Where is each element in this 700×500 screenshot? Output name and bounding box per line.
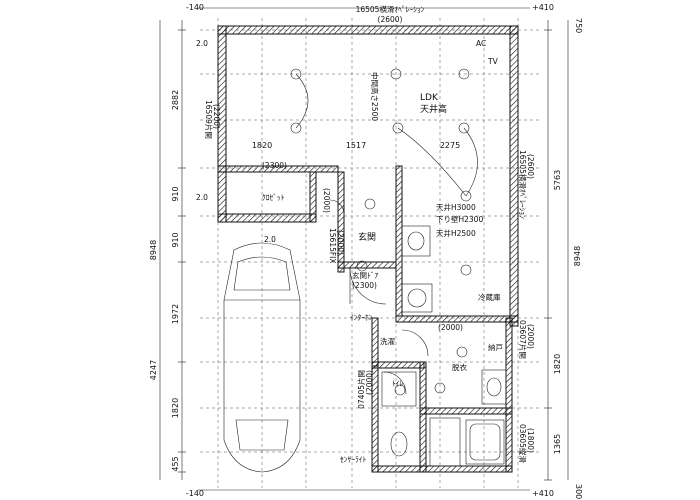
label-ac: AC — [476, 39, 486, 48]
label-top-window: 16505横滑ｵﾍﾟﾚｰｼｮﾝ — [356, 4, 425, 14]
label-fix-window: 15615FIX — [328, 228, 337, 264]
dim-left-4: 1972 — [171, 304, 180, 324]
fixtures — [381, 225, 507, 467]
label-ceiling-main: 中間高さ2500 — [370, 72, 380, 121]
dim-left-6: 455 — [171, 456, 180, 471]
dim-left-total: 8948 — [149, 240, 158, 260]
sink-fixture — [401, 225, 431, 257]
label-ldk: LDK — [420, 93, 439, 103]
label-bath-window: 03605縦滑 — [518, 424, 528, 463]
door-swings — [329, 199, 429, 395]
label-h20-c: 2.0 — [196, 39, 208, 48]
label-bath-window-sub: (1800) — [526, 428, 535, 453]
label-left-window: 16509片開 — [204, 100, 214, 139]
bathtub-fixture — [465, 419, 505, 465]
label-h20-b: 2.0 — [264, 235, 276, 244]
dim-left-5: 1820 — [171, 398, 180, 418]
label-storage: 納戸 — [488, 342, 503, 352]
label-tv: TV — [487, 57, 499, 66]
label-wash: 洗濯 — [380, 336, 395, 346]
label-top-window-sub: (2600) — [378, 15, 403, 24]
toilet-fixture — [390, 431, 408, 457]
label-fridge: 冷蔵庫 — [478, 292, 501, 302]
grid-lines — [200, 18, 540, 488]
label-fix-window-sub: (2000) — [336, 230, 345, 255]
dim-right-3: 1365 — [553, 434, 562, 454]
dim-left-1: 2882 — [171, 90, 180, 110]
label-entry-door: 玄関ﾄﾞｱ — [352, 270, 378, 280]
dimension-frame — [159, 7, 569, 491]
label-right-window-sub: (2600) — [526, 154, 535, 179]
plan-labels: 16505横滑ｵﾍﾟﾚｰｼｮﾝ (2600) 16509片開 (2200) LD… — [196, 4, 535, 464]
dim-left-3: 910 — [171, 232, 180, 247]
dim-left-2: 910 — [171, 186, 180, 201]
label-closet-height: (2300) — [262, 161, 287, 170]
label-left-window-sub: (2200) — [212, 104, 221, 129]
dim-top-left: -140 — [186, 3, 204, 12]
label-entry-door-sub: (2300) — [352, 281, 377, 290]
label-intercom: ｲﾝﾀｰﾎﾝ — [350, 313, 373, 322]
label-h2000-b: (2000) — [438, 323, 463, 332]
dimension-texts: -140 +410 750 -140 +410 300 2882 910 910… — [149, 3, 583, 499]
label-h20-a: 2.0 — [196, 193, 208, 202]
toilet-room-fixture — [381, 371, 417, 407]
dim-mid-1: 1820 — [252, 141, 272, 150]
parking-car-outline — [223, 242, 301, 473]
label-left-lower-window-sub: (2000) — [365, 370, 374, 395]
walls — [217, 25, 519, 473]
label-sensor-light: ｾﾝｻｰﾗｲﾄ — [340, 455, 366, 464]
dim-right-1: 5763 — [553, 170, 562, 190]
label-right-lower-window: 03607片開 — [518, 320, 528, 359]
light-fixtures — [290, 68, 478, 396]
dim-top-right: +410 — [532, 3, 554, 12]
label-ceiling-3000: 天井H3000 — [436, 202, 476, 212]
dim-left-total-2: 4247 — [149, 360, 158, 380]
dim-right-total: 8948 — [573, 246, 582, 266]
dim-right-2: 1820 — [553, 354, 562, 374]
label-drop-2300: 下り壁H2300 — [436, 214, 483, 224]
dim-mid-2: 1517 — [346, 141, 366, 150]
dim-bottom-right: +410 — [532, 489, 554, 498]
label-toilet: ﾄｲﾚ — [392, 379, 403, 388]
dim-top-corner: 750 — [574, 18, 583, 33]
label-ceiling-2500: 天井H2500 — [436, 228, 476, 238]
dim-bottom-left: -140 — [186, 489, 204, 498]
washer-fixture — [401, 283, 433, 313]
dim-bottom-corner: 300 — [574, 484, 583, 499]
label-ldk-ceiling: 天井高 — [420, 103, 447, 115]
vanity-fixture — [481, 369, 507, 405]
label-left-lower-window: 07405片開 — [356, 370, 366, 409]
label-h2000-a: (2000) — [322, 188, 331, 213]
label-right-window: 16505横滑ｵﾍﾟﾚｰｼｮﾝ — [518, 150, 528, 219]
label-right-lower-window-sub: (2000) — [526, 324, 535, 349]
dim-mid-3: 2275 — [440, 141, 460, 150]
label-closet: ｸﾛｾﾞｯﾄ — [262, 193, 285, 202]
label-entry: 玄関 — [358, 231, 376, 243]
label-dressing: 脱衣 — [452, 362, 467, 372]
